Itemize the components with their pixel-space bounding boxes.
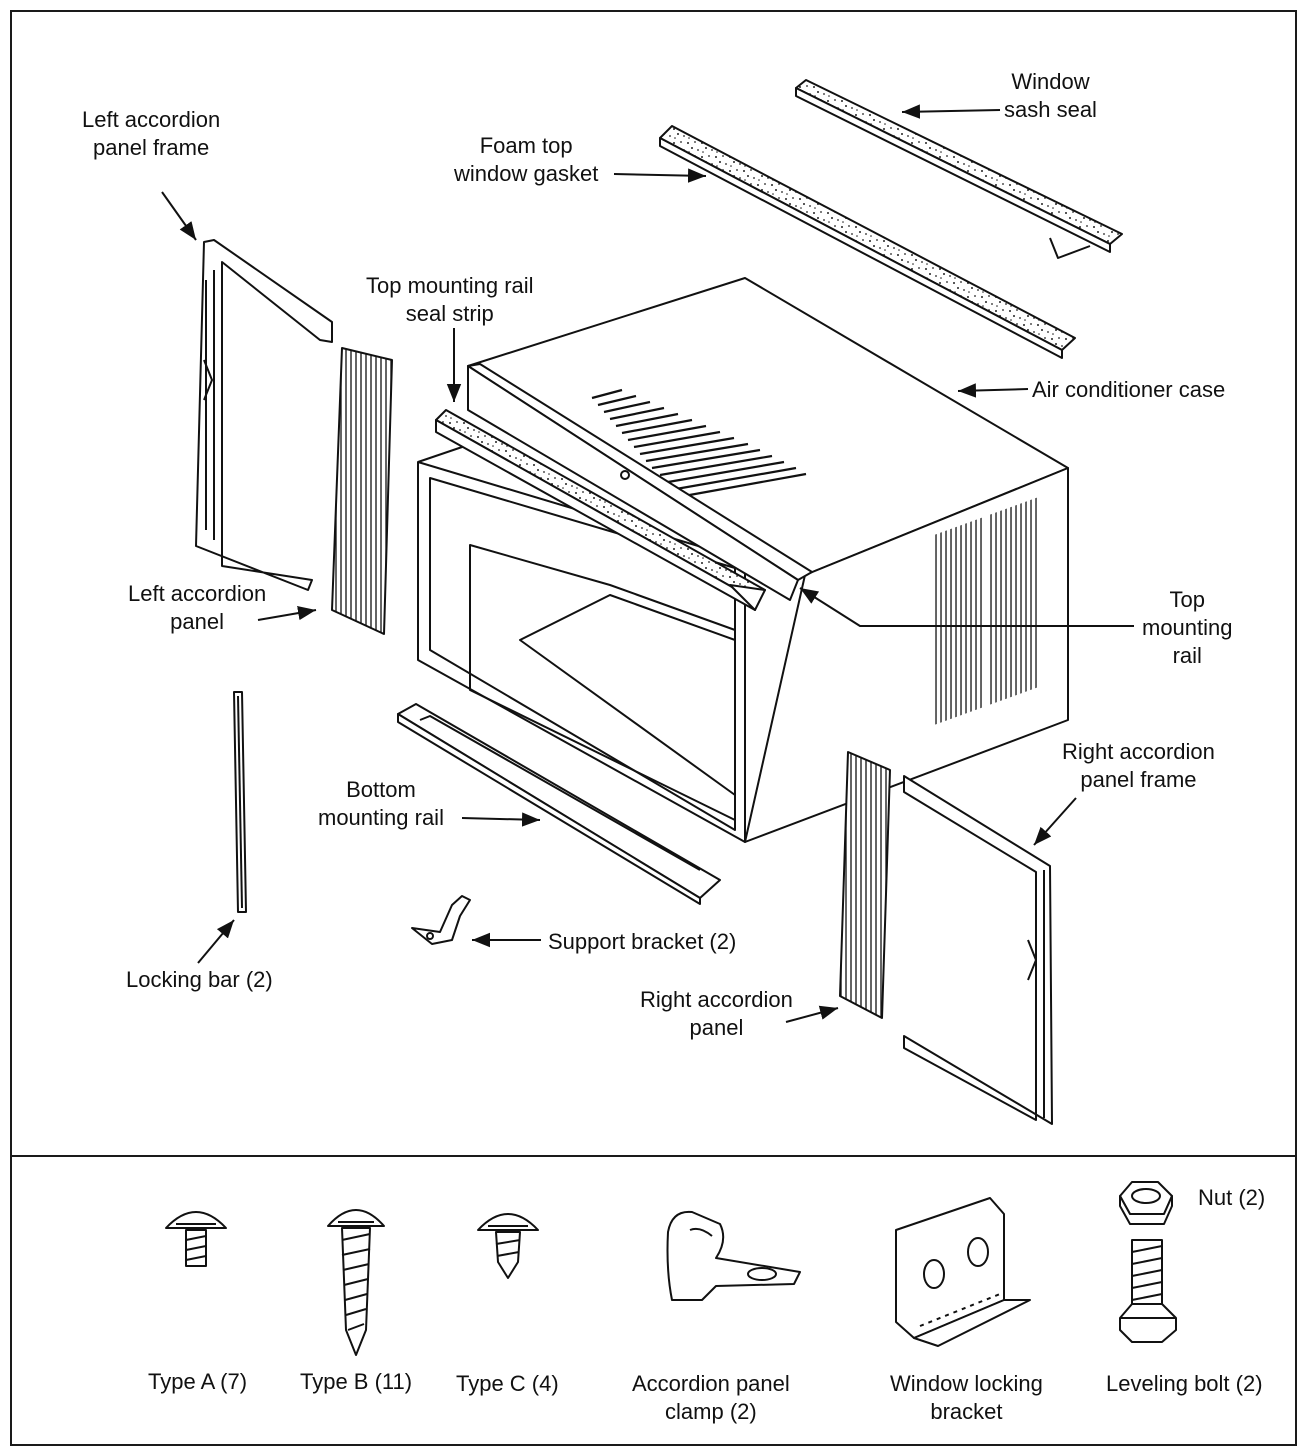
label-support-bracket: Support bracket (2) <box>548 929 737 954</box>
label-line: Top mounting rail <box>366 273 534 298</box>
leader-arrows <box>161 104 1134 1023</box>
hardware-divider <box>10 1155 1297 1157</box>
label-window-locking-bracket: Window locking bracket <box>890 1370 1043 1426</box>
label-top-mounting-rail: Top mounting rail <box>1142 586 1233 670</box>
label-line: panel frame <box>93 135 210 160</box>
nut-icon <box>1119 1181 1173 1225</box>
label-accordion-panel-clamp: Accordion panel clamp (2) <box>632 1370 790 1426</box>
diagram-frame <box>10 10 1297 1446</box>
label-line: rail <box>1172 643 1202 668</box>
top-mounting-rail-seal-strip <box>467 363 813 601</box>
top-mounting-rail <box>435 409 766 611</box>
label-line: Top <box>1169 587 1205 612</box>
label-left-accordion-panel: Left accordion panel <box>128 580 266 636</box>
label-line: panel frame <box>1080 767 1197 792</box>
support-bracket <box>411 895 471 945</box>
leveling-bolt-icon <box>1119 1239 1177 1343</box>
label-air-conditioner-case: Air conditioner case <box>1032 377 1226 402</box>
window-locking-bracket-icon <box>895 1197 1031 1347</box>
label-type-b: Type B (11) <box>300 1369 413 1394</box>
label-line: Window locking <box>890 1371 1043 1396</box>
type-b-screw-icon <box>327 1209 385 1356</box>
label-line: mounting <box>1142 615 1233 640</box>
type-c-screw-icon <box>477 1213 539 1279</box>
label-line: panel <box>170 609 225 634</box>
label-right-accordion-panel: Right accordion panel <box>640 986 793 1042</box>
bottom-mounting-rail <box>397 703 721 905</box>
label-line: seal strip <box>405 301 494 326</box>
type-a-screw-icon <box>165 1211 227 1267</box>
right-accordion-panel <box>839 751 891 1019</box>
accordion-panel-clamp-icon <box>666 1210 801 1301</box>
label-nut: Nut (2) <box>1198 1185 1266 1210</box>
label-line: mounting rail <box>318 805 444 830</box>
label-left-accordion-panel-frame: Left accordion panel frame <box>82 106 220 162</box>
label-line: Right accordion <box>640 987 793 1012</box>
label-type-c: Type C (4) <box>456 1371 559 1396</box>
label-line: bracket <box>930 1399 1003 1424</box>
label-right-accordion-panel-frame: Right accordion panel frame <box>1062 738 1215 794</box>
label-line: panel <box>689 1015 744 1040</box>
left-accordion-panel-frame <box>195 239 333 591</box>
label-line: Bottom <box>346 777 416 802</box>
label-locking-bar: Locking bar (2) <box>126 967 273 992</box>
label-line: Right accordion <box>1062 739 1215 764</box>
window-sash-seal <box>795 79 1123 259</box>
label-line: window gasket <box>454 161 599 186</box>
foam-top-window-gasket <box>659 125 1076 359</box>
left-accordion-panel <box>331 347 393 635</box>
label-top-mounting-rail-seal-strip: Top mounting rail seal strip <box>366 272 534 328</box>
label-line: clamp (2) <box>665 1399 757 1424</box>
label-leveling-bolt: Leveling bolt (2) <box>1106 1371 1263 1396</box>
label-bottom-mounting-rail: Bottom mounting rail <box>318 776 444 832</box>
label-type-a: Type A (7) <box>148 1369 248 1394</box>
label-line: sash seal <box>1004 97 1097 122</box>
label-line: Left accordion <box>128 581 267 606</box>
label-line: Accordion panel <box>632 1371 790 1396</box>
label-line: Foam top <box>479 133 573 158</box>
label-foam-top-window-gasket: Foam top window gasket <box>454 132 598 188</box>
label-line: Left accordion <box>82 107 221 132</box>
right-accordion-panel-frame <box>903 775 1053 1125</box>
label-line: Window <box>1011 69 1090 94</box>
locking-bar <box>233 691 247 913</box>
label-window-sash-seal: Window sash seal <box>1004 68 1097 124</box>
